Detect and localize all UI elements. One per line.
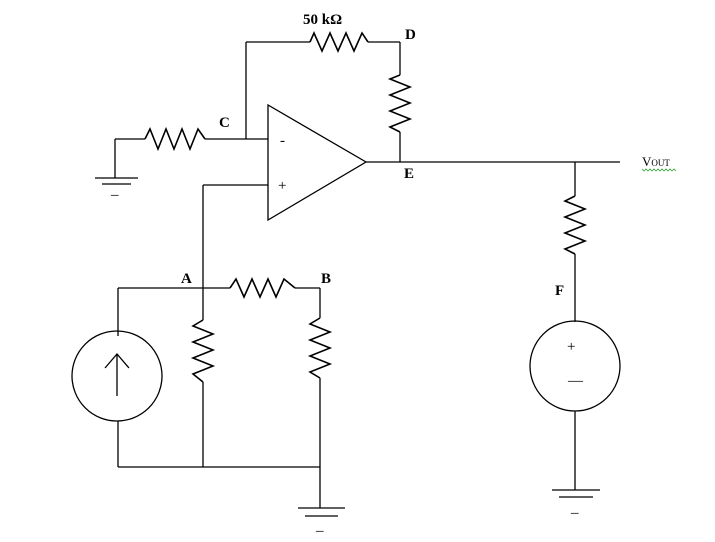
node-e-label: E	[404, 166, 414, 182]
current-source	[71, 330, 163, 422]
resistor-a-ground	[190, 319, 216, 383]
feedback-resistor-label: 50 kΩ	[303, 12, 342, 28]
input-resistor	[144, 126, 206, 152]
left-ground-mark: _	[110, 182, 119, 198]
resistor-a-b	[229, 277, 296, 299]
voltage-source-plus: +	[567, 339, 575, 355]
node-b-label: B	[321, 271, 331, 287]
op-amp	[267, 103, 368, 222]
bottom-ground-mark: _	[315, 518, 324, 534]
voltage-source	[529, 320, 621, 412]
op-amp-triangle	[267, 103, 368, 222]
load-resistor	[562, 195, 588, 255]
current-arrow-icon	[104, 353, 130, 396]
op-amp-noninverting-sign: +	[278, 178, 286, 194]
op-amp-inverting-sign: -	[280, 133, 285, 149]
feedback-resistor-50k	[309, 31, 369, 53]
spellcheck-underline	[641, 168, 677, 172]
right-ground-symbol	[552, 489, 600, 498]
node-d-label: D	[405, 27, 416, 43]
right-ground-mark: _	[570, 500, 579, 516]
node-f-label: F	[555, 283, 564, 299]
node-c-label: C	[219, 115, 230, 131]
bottom-ground-symbol	[298, 507, 345, 517]
resistor-b-ground	[307, 317, 333, 379]
voltage-source-minus: —	[567, 373, 584, 389]
output-label: Vout	[642, 154, 670, 169]
left-ground-symbol	[95, 177, 138, 185]
node-a-label: A	[181, 271, 192, 287]
resistor-d-e	[387, 74, 413, 133]
